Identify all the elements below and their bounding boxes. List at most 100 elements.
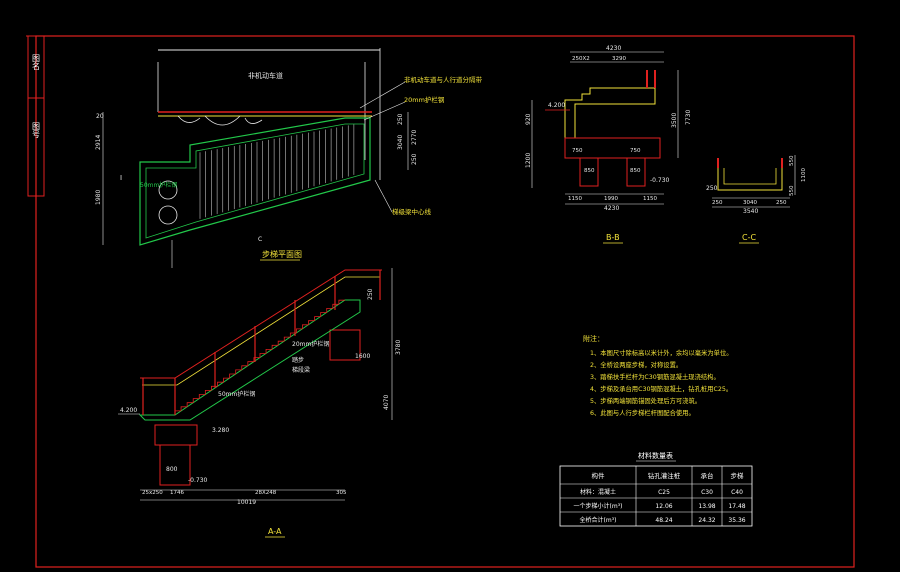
sheet-frame bbox=[35, 35, 855, 568]
aa-dim-bottom-part-4: 305 bbox=[336, 490, 347, 496]
aa-upper-support bbox=[329, 329, 361, 361]
cc-dim-right-2: 1100 bbox=[801, 168, 807, 182]
aa-pile bbox=[159, 444, 191, 486]
aa-step bbox=[253, 357, 260, 362]
aa-dim-right-3: 1600 bbox=[355, 353, 370, 360]
mt-data-cell: 48.24 bbox=[655, 517, 672, 524]
cc-title: C-C bbox=[742, 233, 756, 242]
mt-data-cell: 24.32 bbox=[698, 517, 715, 524]
bb-title: B-B bbox=[606, 233, 620, 242]
bb-dim-left-1: 920 bbox=[525, 113, 532, 125]
aa-label-beam: 梯段梁 bbox=[292, 366, 310, 374]
aa-dim-right-1: 4070 bbox=[383, 395, 390, 410]
plan-stair-inner bbox=[145, 123, 365, 239]
bb-stair-body bbox=[564, 87, 656, 139]
material-table-border bbox=[559, 465, 753, 527]
aa-label-pipe-50: 50mm护栏钢 bbox=[218, 390, 255, 398]
callout-leader-3 bbox=[374, 179, 393, 213]
mt-data-cell: 全桥合计(m³) bbox=[580, 516, 617, 524]
plan-pile-circle-2 bbox=[158, 205, 178, 225]
mt-data-cell: C40 bbox=[731, 489, 743, 496]
mt-data-cell: 17.48 bbox=[728, 503, 745, 510]
plan-arcs bbox=[177, 115, 263, 126]
bb-dim-bottom-1: 1150 bbox=[568, 196, 582, 202]
mt-data-cell: 35.36 bbox=[728, 517, 745, 524]
bb-dim-pile-4: 850 bbox=[630, 168, 641, 174]
aa-steps bbox=[174, 299, 345, 415]
mt-header-cell: 钻孔灌注桩 bbox=[648, 471, 681, 480]
bb-dim-right-1: 3500 bbox=[671, 113, 678, 128]
cc-dim-bottom-total: 3540 bbox=[743, 208, 758, 215]
plan-section-i: I bbox=[120, 174, 122, 182]
title-block-box bbox=[27, 35, 45, 197]
plan-dim-right-4: 250 bbox=[411, 153, 418, 165]
aa-step bbox=[192, 398, 200, 403]
plan-view-title: 步梯平面图 bbox=[262, 249, 302, 259]
bb-level: 4.200 bbox=[548, 102, 565, 109]
aa-step bbox=[186, 402, 194, 407]
aa-step bbox=[259, 353, 267, 358]
aa-dim-bottom-part-2: 1746 bbox=[170, 490, 184, 496]
aa-step bbox=[326, 307, 333, 313]
plan-stair-outline bbox=[139, 117, 371, 246]
aa-dim-right-4: 250 bbox=[367, 288, 374, 300]
cc-channel-inner bbox=[723, 168, 777, 185]
aa-title: A-A bbox=[268, 527, 282, 536]
bb-dim-top-total: 4230 bbox=[606, 45, 621, 52]
bb-dim-bottom-3: 1150 bbox=[643, 196, 657, 202]
notes-block: 附注： 1、本图尺寸除标高以米计外，余均以毫米为单位。 2、全桥设两座步梯，对称… bbox=[583, 334, 733, 417]
cc-dim-right-1: 550 bbox=[789, 155, 795, 166]
aa-step bbox=[338, 299, 345, 305]
aa-dim-bottom-total: 10019 bbox=[237, 499, 256, 506]
cc-dim-bottom-1: 250 bbox=[712, 200, 723, 206]
bb-dim-top-part-1: 250X2 bbox=[572, 56, 590, 62]
aa-pile-cap bbox=[154, 424, 198, 446]
mt-header-cell: 步梯 bbox=[731, 471, 745, 480]
cc-dim-left: 250 bbox=[706, 185, 718, 192]
title-cell-drawing-name: 图名 bbox=[32, 54, 41, 71]
note-item-3: 3、踏梯扶手栏杆为C30钢筋混凝土现浇结构。 bbox=[590, 372, 720, 381]
aa-step bbox=[271, 344, 279, 350]
aa-step bbox=[235, 369, 242, 374]
aa-dim-right-2: 3780 bbox=[395, 340, 402, 355]
aa-pile-dim: 800 bbox=[166, 466, 178, 473]
aa-level-bottom: -0.730 bbox=[188, 477, 208, 484]
bb-dim-bottom-total: 4230 bbox=[604, 205, 619, 212]
mt-data-cell: 一个步梯小计(m³) bbox=[574, 502, 623, 510]
aa-posts bbox=[142, 270, 381, 415]
callout-stair-center: 梯级梁中心线 bbox=[392, 207, 432, 216]
bb-dim-left-2: 1200 bbox=[525, 153, 532, 168]
aa-step bbox=[247, 361, 254, 366]
bb-pile-cap bbox=[564, 137, 661, 159]
aa-dim-bottom-part-1: 25x250 bbox=[142, 490, 163, 496]
plan-dim-left-1: 2914 bbox=[95, 135, 102, 150]
aa-step bbox=[223, 377, 230, 383]
bb-pile-2 bbox=[626, 157, 646, 187]
aa-step bbox=[217, 381, 224, 387]
aa-step bbox=[332, 303, 339, 309]
plan-dim-right-3: 2770 bbox=[411, 130, 418, 145]
mt-data-cell: C25 bbox=[658, 489, 670, 496]
section-aa: 4.200 3.280 -0.730 800 20mm护栏钢 踏步 梯段梁 50… bbox=[118, 268, 402, 538]
note-item-2: 2、全桥设两座步梯，对称设置。 bbox=[590, 360, 682, 369]
aa-level-right: 3.280 bbox=[212, 427, 229, 434]
plan-dim-right-2: 3040 bbox=[397, 135, 404, 150]
mt-header-cell: 承台 bbox=[701, 471, 714, 480]
aa-step bbox=[241, 365, 248, 370]
aa-step bbox=[302, 324, 309, 329]
plan-pile-circle-1 bbox=[158, 180, 178, 200]
mt-data-cell: C30 bbox=[701, 489, 713, 496]
aa-level-left: 4.200 bbox=[120, 407, 137, 414]
material-table-title: 材料数量表 bbox=[638, 451, 673, 460]
bb-dim-bottom-2: 1990 bbox=[604, 196, 618, 202]
plan-section-c: C bbox=[258, 236, 262, 243]
bb-level-bottom: -0.730 bbox=[650, 177, 670, 184]
note-item-1: 1、本图尺寸除标高以米计外，余均以毫米为单位。 bbox=[590, 348, 733, 357]
note-item-4: 4、步梯及承台用C30钢筋混凝土，钻孔桩用C25。 bbox=[590, 384, 732, 393]
plan-roadway-label: 非机动车道 bbox=[248, 71, 283, 80]
aa-step bbox=[265, 348, 273, 354]
title-cell-drawing-number: 图号 bbox=[32, 122, 41, 139]
aa-step bbox=[308, 320, 315, 325]
